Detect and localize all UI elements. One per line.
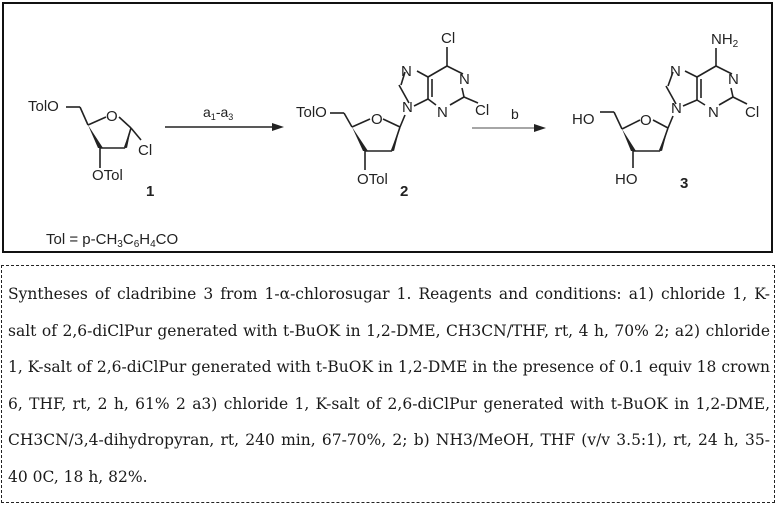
compound-2-n9: N bbox=[402, 99, 413, 116]
compound-3-3-hydroxyl: HO bbox=[615, 171, 638, 188]
compound-3-number: 3 bbox=[680, 175, 688, 192]
compound-2-n3: N bbox=[437, 104, 448, 121]
compound-3-structure bbox=[600, 48, 748, 168]
compound-1-tolo-label: TolO bbox=[28, 98, 59, 115]
reaction-scheme-drawing: TolO O Cl OTol 1 a1-a3 TolO O N bbox=[28, 30, 759, 250]
compound-3-amino-group: NH2 bbox=[711, 31, 739, 50]
tol-definition: Tol = p-CH3C6H4CO bbox=[46, 231, 178, 250]
compound-2-n7: N bbox=[401, 63, 412, 80]
compound-2-n1: N bbox=[459, 71, 470, 88]
compound-1-ring-oxygen: O bbox=[106, 108, 118, 125]
arrow-2-reagent-label: b bbox=[511, 106, 519, 122]
compound-2-chlorine-top: Cl bbox=[441, 30, 455, 47]
compound-3-ring-oxygen: O bbox=[640, 112, 652, 129]
reaction-arrow-1 bbox=[165, 123, 284, 131]
reaction-arrow-2 bbox=[472, 124, 546, 132]
compound-2-ring-oxygen: O bbox=[371, 111, 383, 128]
compound-3-n1: N bbox=[728, 71, 739, 88]
figure-caption-box: Syntheses of cladribine 3 from 1-α-chlor… bbox=[1, 265, 775, 503]
compound-1-structure bbox=[66, 106, 142, 168]
compound-3-chlorine: Cl bbox=[745, 104, 759, 121]
compound-3-n9: N bbox=[671, 100, 682, 117]
compound-1-otol-label: OTol bbox=[92, 167, 123, 184]
compound-3-n3: N bbox=[708, 104, 719, 121]
compound-2-tolo-label: TolO bbox=[296, 104, 327, 121]
compound-2-chlorine-right: Cl bbox=[475, 102, 489, 119]
compound-3-n7: N bbox=[670, 63, 681, 80]
arrow-1-reagents-label: a1-a3 bbox=[203, 104, 233, 122]
figure-caption-text: Syntheses of cladribine 3 from 1-α-chlor… bbox=[8, 285, 770, 486]
compound-1-number: 1 bbox=[146, 183, 154, 200]
compound-2-number: 2 bbox=[400, 183, 408, 200]
compound-3-5-hydroxyl: HO bbox=[572, 111, 595, 128]
compound-1-chlorine: Cl bbox=[138, 142, 152, 159]
compound-2-structure bbox=[330, 47, 479, 170]
compound-2-otol-label: OTol bbox=[357, 171, 388, 188]
